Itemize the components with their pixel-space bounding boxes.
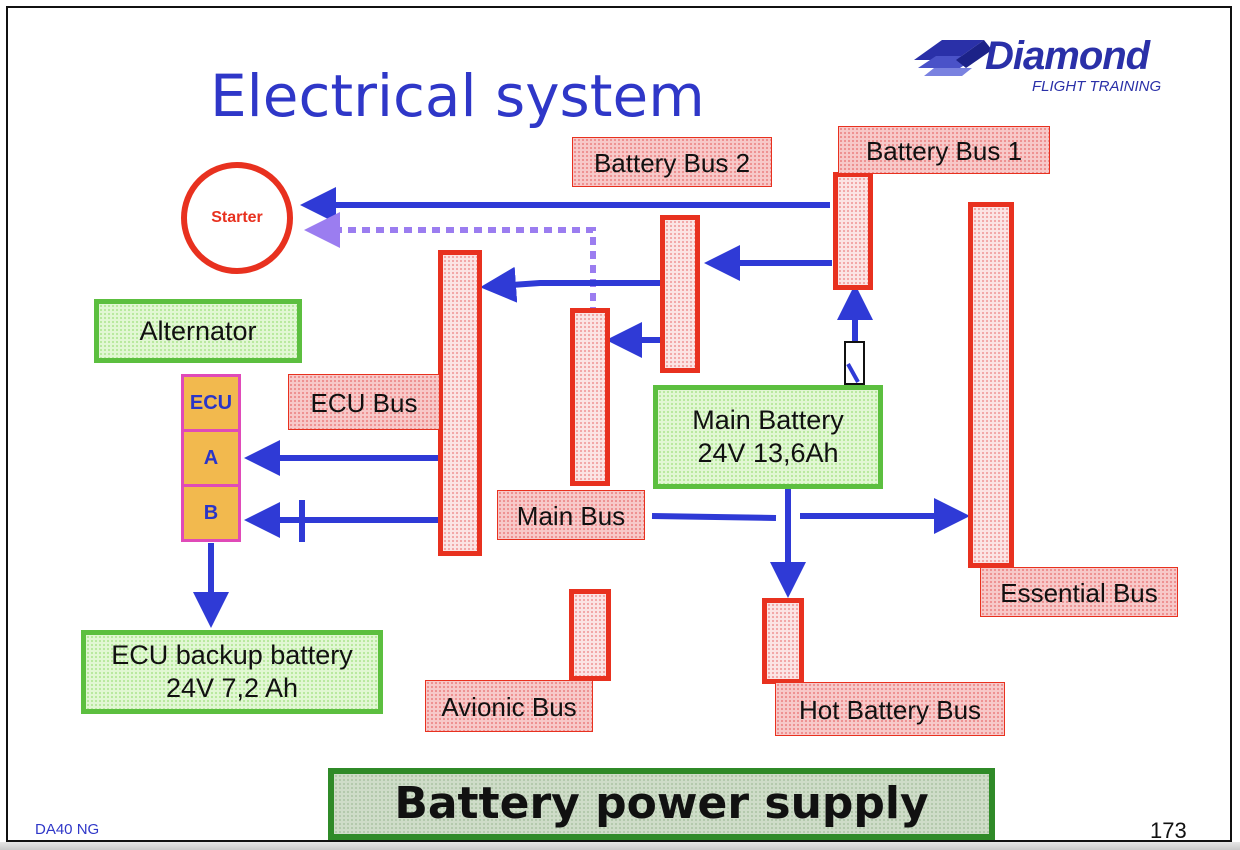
alternator-label: Alternator	[139, 315, 257, 346]
hot-battery-bus-bar	[762, 598, 804, 684]
main-battery-line1: Main Battery	[692, 405, 844, 435]
main-battery-line2: 24V 13,6Ah	[697, 438, 839, 468]
fuse-icon	[844, 341, 865, 385]
bottom-banner: Battery power supply	[328, 768, 995, 840]
ecu-b-cell: B	[181, 484, 241, 542]
battery-bus-1-bar	[833, 172, 873, 290]
logo-wordmark: Diamond	[985, 34, 1150, 78]
main-battery-box: Main Battery 24V 13,6Ah	[653, 385, 883, 489]
starter-circle: Starter	[181, 162, 293, 274]
footer-label: DA40 NG	[35, 821, 100, 838]
essential-bus-label: Essential Bus	[980, 567, 1178, 617]
avionic-bus-bar	[569, 589, 611, 681]
ecu-cell: ECU	[181, 374, 241, 432]
hot-battery-bus-label: Hot Battery Bus	[775, 682, 1005, 736]
bottom-strip	[0, 842, 1240, 850]
arrow-bb2-to-starter	[304, 212, 596, 315]
ecu-backup-line1: ECU backup battery	[111, 640, 353, 670]
slide-title: Electrical system	[210, 62, 705, 130]
ecu-bus-bar	[438, 250, 482, 556]
main-bus-bar	[570, 308, 610, 486]
arrow-mainbus-to-essential	[651, 513, 777, 521]
alternator-box: Alternator	[94, 299, 302, 363]
battery-bus-2-bar	[660, 215, 700, 373]
page-number: 173	[1150, 818, 1187, 843]
essential-bus-bar	[968, 202, 1014, 568]
ecu-a-cell: A	[181, 429, 241, 487]
avionic-bus-label: Avionic Bus	[425, 680, 593, 732]
ecu-backup-battery-box: ECU backup battery 24V 7,2 Ah	[81, 630, 383, 714]
arrow-bb2-to-ecubus	[480, 266, 660, 303]
battery-bus-1-label: Battery Bus 1	[838, 126, 1050, 174]
main-bus-label: Main Bus	[497, 490, 645, 540]
diamond-logo-icon	[914, 40, 992, 76]
ecu-bus-label: ECU Bus	[288, 374, 440, 430]
battery-bus-2-label: Battery Bus 2	[572, 137, 772, 187]
ecu-backup-line2: 24V 7,2 Ah	[165, 673, 299, 703]
logo-subtitle: FLIGHT TRAINING	[1032, 78, 1162, 95]
